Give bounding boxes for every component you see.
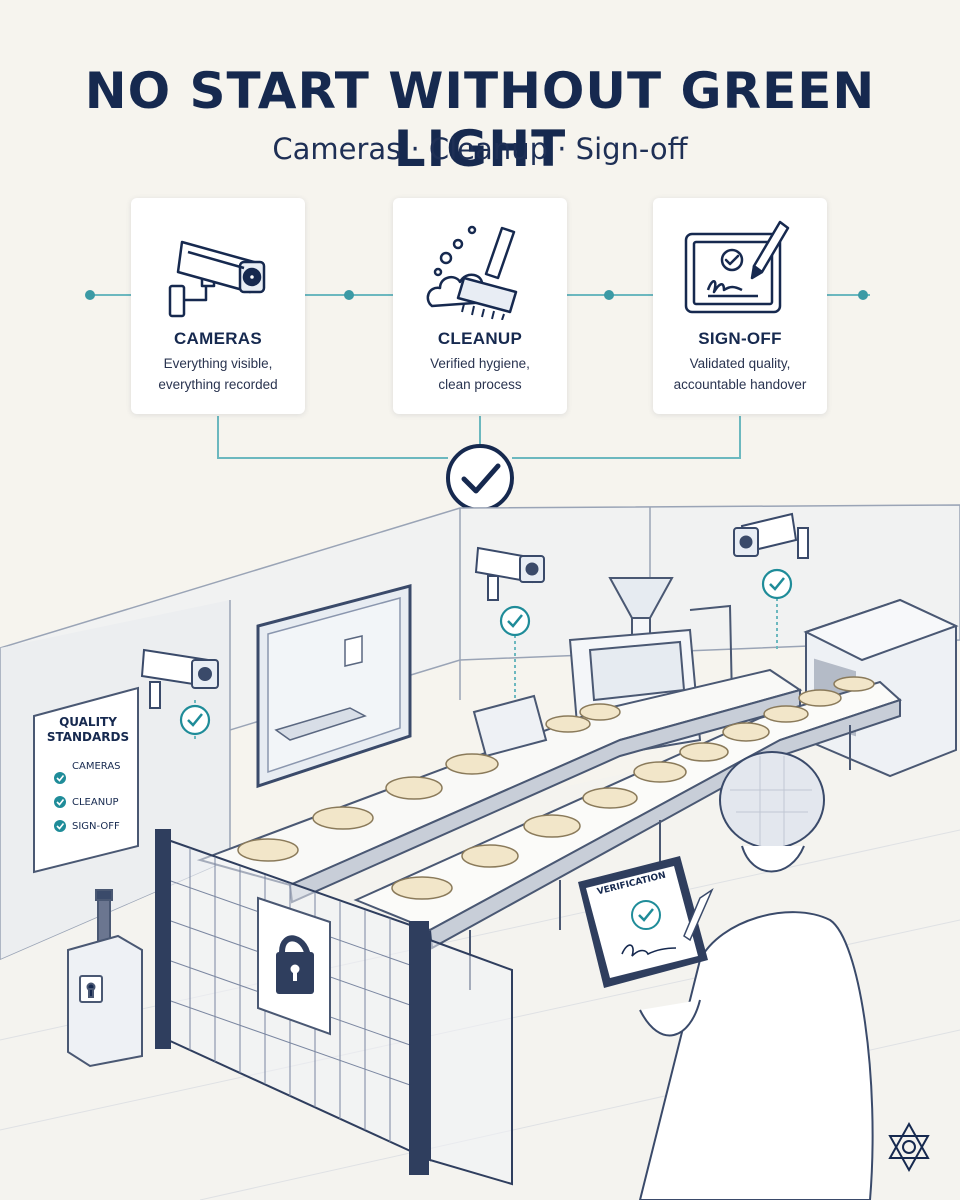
board-item: SIGN-OFF [72,821,120,832]
board-title-line: STANDARDS [47,730,129,744]
page-title: NO START WITHOUT GREEN LIGHT [84,62,876,178]
board-item: CLEANUP [72,797,119,808]
board-item: CAMERAS [72,761,121,772]
step-desc-line: accountable handover [673,377,807,392]
ceiling-camera-icon [140,648,219,740]
ceiling-camera-icon [733,512,809,650]
step-desc-line: everything recorded [158,377,278,392]
board-item-check-icon [54,772,66,832]
small-cutter-unit [472,694,548,758]
dumplings [237,676,875,900]
step-title: SIGN-OFF [698,329,782,348]
step-description: Validated quality, accountable handover [661,353,819,395]
step-card-cameras: CAMERAS Everything visible, everything r… [131,198,305,414]
green-light-check-icon [446,444,514,512]
security-camera-icon [168,240,266,318]
verification-tablet: VERIFICATION [578,856,714,988]
board-title-line: QUALITY [59,715,117,729]
page-subtitle: Cameras · Cleanup · Sign-off [272,132,688,166]
step-title: CLEANUP [437,329,523,348]
cleanroom-window [256,584,412,789]
connector-dot [85,290,95,300]
ceiling-camera-icon [474,546,545,700]
connector-dot [344,290,354,300]
step-description: Everything visible, everything recorded [139,353,297,395]
step-desc-line: Verified hygiene, [430,356,530,371]
step-card-sign-off: SIGN-OFF Validated quality, accountable … [653,198,827,414]
scrub-brush-icon [426,225,518,320]
step-card-cleanup: CLEANUP Verified hygiene, clean process [393,198,567,414]
step-description: Verified hygiene, clean process [401,353,559,395]
step-title: CAMERAS [173,329,263,348]
brand-logo-icon [888,1121,930,1173]
step-desc-line: Everything visible, [163,356,273,371]
connector-dot [604,290,614,300]
padlock-sign [257,896,331,1036]
step-desc-line: clean process [438,377,522,392]
tablet-signature-icon [684,220,790,314]
operator [638,751,874,1200]
step-desc-line: Validated quality, [689,356,791,371]
quality-standards-board: QUALITY STANDARDS CAMERAS CLEANUP SIGN-O… [33,686,139,874]
connector-dot [858,290,868,300]
control-box [67,889,143,1068]
